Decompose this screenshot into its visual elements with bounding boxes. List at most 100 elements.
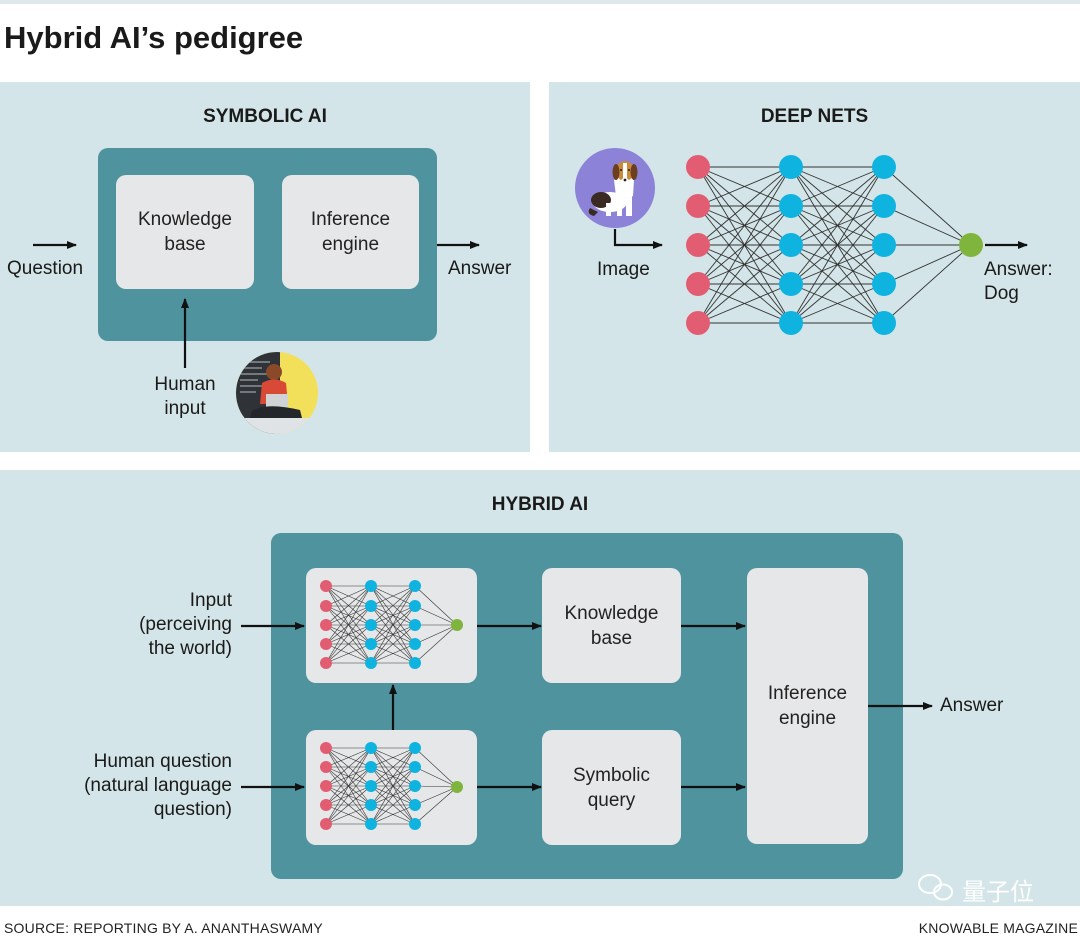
hybrid-answer-label: Answer	[940, 695, 1004, 716]
net-connection	[697, 244, 792, 324]
input-node	[320, 818, 332, 830]
net-connection	[790, 283, 885, 324]
input-node	[686, 311, 710, 335]
net-connection	[325, 605, 372, 626]
input-node	[320, 799, 332, 811]
net-connection	[370, 585, 416, 607]
hidden-node	[872, 155, 896, 179]
hidden-node	[365, 761, 377, 773]
net-connection	[325, 747, 372, 768]
hidden-node	[365, 657, 377, 669]
input-node	[320, 619, 332, 631]
net-connection	[883, 244, 972, 285]
net-connection	[325, 605, 372, 664]
net-connection	[370, 585, 416, 626]
input-node	[320, 742, 332, 754]
symbolic-answer-label: Answer	[448, 258, 512, 279]
input-node	[320, 600, 332, 612]
net-connection	[790, 205, 885, 324]
symbolic-inference-engine-label: Inference engine	[310, 209, 391, 255]
net-connection	[325, 804, 372, 825]
watermark-text: 量子位	[962, 879, 1034, 906]
hybrid-knowledge-base-box: Knowledge base	[542, 568, 681, 683]
net-connection	[790, 166, 885, 246]
deep-nets-heading: DEEP NETS	[760, 106, 869, 127]
net-connection	[790, 166, 885, 285]
net-connection	[370, 747, 416, 768]
hidden-node	[365, 799, 377, 811]
output-node	[451, 619, 463, 631]
hidden-node	[409, 638, 421, 650]
net-connection	[325, 585, 372, 664]
input-node	[686, 233, 710, 257]
hybrid-inference-engine-box: Inference engine	[747, 568, 868, 844]
footer-source: SOURCE: REPORTING BY A. ANANTHASWAMY	[4, 920, 323, 936]
net-connection	[370, 785, 416, 825]
dog-illustration-icon	[575, 148, 655, 228]
input-node	[686, 272, 710, 296]
hidden-node	[779, 311, 803, 335]
net-connection	[325, 766, 372, 825]
net-connection	[414, 605, 458, 626]
net-connection	[370, 624, 416, 664]
hidden-node	[409, 580, 421, 592]
hybrid-perception-net	[320, 580, 463, 669]
deep-image-arrow	[613, 229, 663, 249]
wechat-icon	[918, 874, 953, 901]
footer-brand: KNOWABLE MAGAZINE	[918, 920, 1078, 936]
net-connection	[697, 166, 792, 285]
symbolic-knowledge-base-label: Knowledge base	[137, 209, 233, 255]
net-connection	[414, 585, 458, 626]
net-connection	[883, 244, 972, 324]
hidden-node	[365, 780, 377, 792]
hidden-node	[872, 272, 896, 296]
hidden-node	[779, 194, 803, 218]
hidden-node	[779, 272, 803, 296]
net-connection	[790, 244, 885, 324]
hidden-node	[365, 600, 377, 612]
hidden-node	[779, 155, 803, 179]
input-node	[686, 194, 710, 218]
net-connection	[790, 166, 885, 324]
net-connection	[883, 166, 972, 246]
net-connection	[697, 166, 792, 324]
hidden-node	[409, 761, 421, 773]
hidden-node	[409, 780, 421, 792]
net-connection	[414, 785, 458, 788]
net-connection	[325, 747, 372, 825]
net-connection	[697, 283, 792, 324]
hidden-node	[409, 657, 421, 669]
net-connection	[414, 624, 458, 645]
symbolic-knowledge-base-box: Knowledge base	[116, 175, 254, 289]
net-connection	[370, 585, 416, 645]
net-connection	[370, 605, 416, 664]
top-rule	[0, 0, 1080, 4]
net-connection	[414, 766, 458, 788]
net-connection	[414, 624, 458, 664]
output-node	[959, 233, 983, 257]
deep-answer-label: Answer: Dog	[984, 259, 1053, 304]
net-connection	[370, 585, 416, 664]
symbolic-question-label: Question	[7, 258, 84, 279]
net-connection	[325, 624, 372, 664]
deep-image-label: Image	[597, 259, 650, 280]
hidden-node	[872, 311, 896, 335]
hidden-node	[365, 580, 377, 592]
net-connection	[414, 747, 458, 788]
deep-net-graph	[686, 155, 983, 335]
hybrid-symbolic-query-label: Symbolic query	[572, 764, 651, 811]
hidden-node	[409, 799, 421, 811]
hybrid-perception-net-box	[306, 568, 477, 683]
net-connection	[370, 747, 416, 825]
net-connection	[697, 205, 792, 324]
hidden-node	[409, 619, 421, 631]
net-connection	[370, 747, 416, 787]
person-at-laptop-icon	[236, 352, 318, 434]
hidden-node	[409, 742, 421, 754]
net-connection	[325, 747, 372, 806]
hybrid-human-question-label: Human question (natural language questio…	[84, 751, 232, 820]
net-connection	[790, 166, 885, 207]
hybrid-symbolic-query-box: Symbolic query	[542, 730, 681, 845]
input-node	[320, 780, 332, 792]
